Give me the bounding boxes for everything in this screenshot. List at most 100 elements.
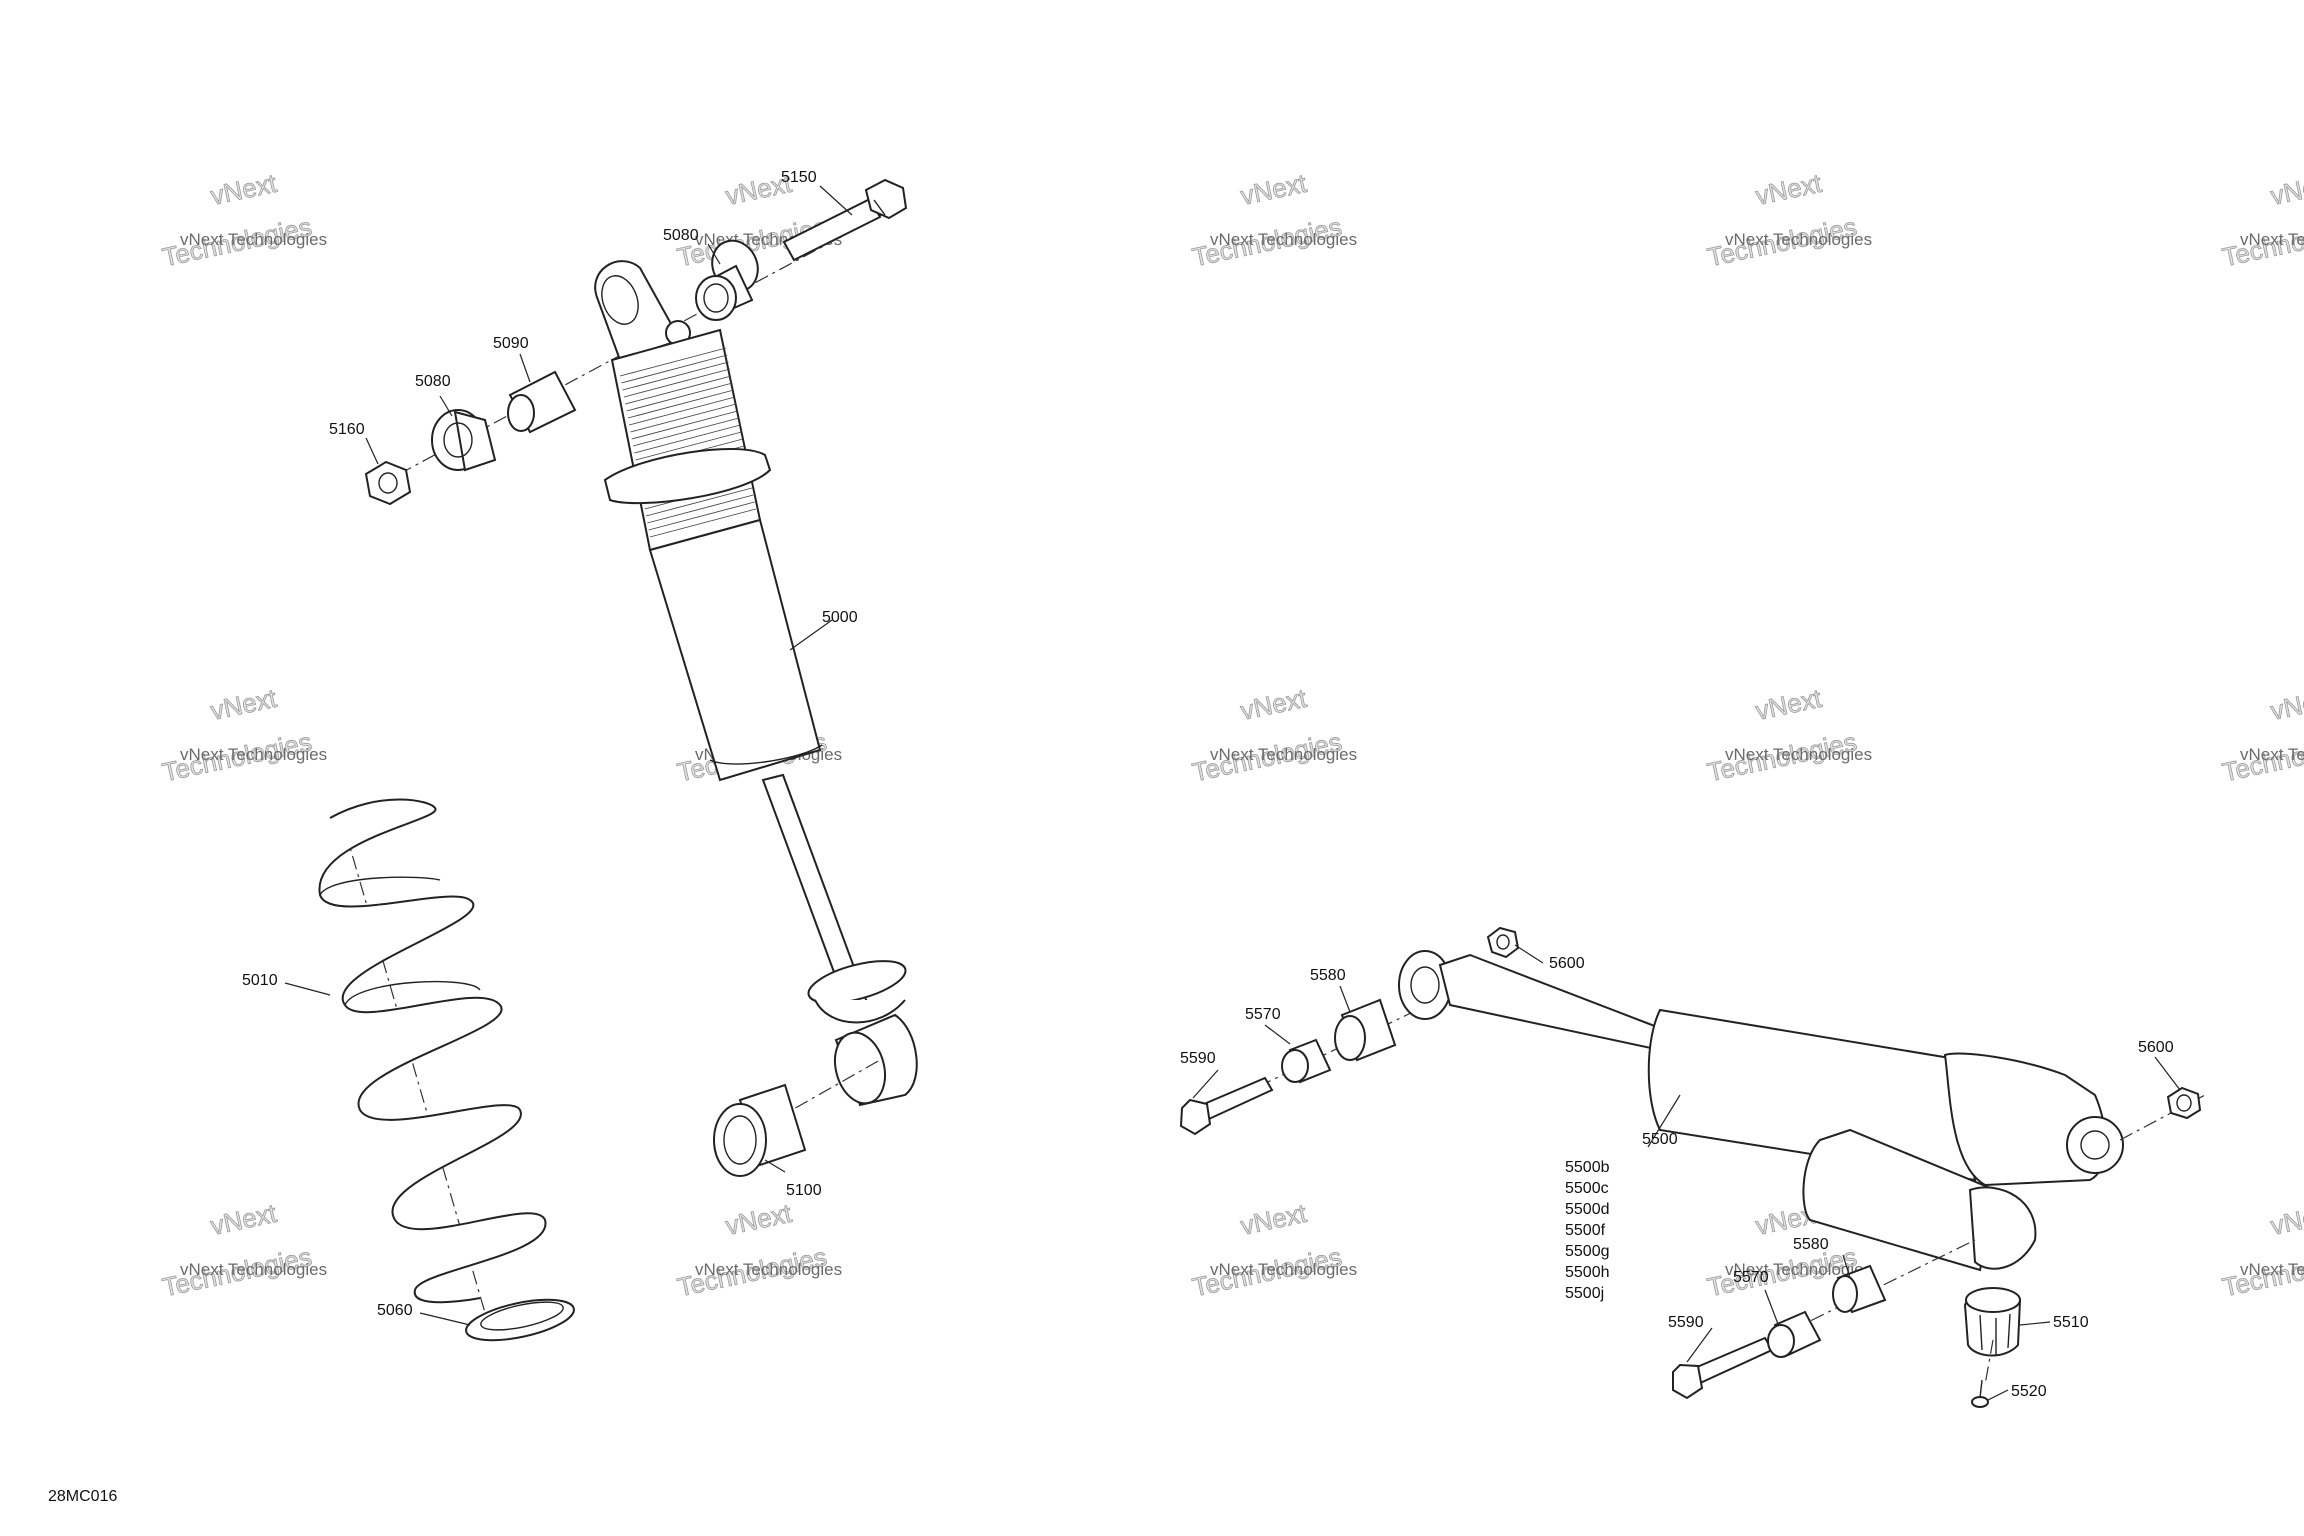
callout-5080-upper: 5080 <box>663 227 699 244</box>
screw-5520 <box>1971 1339 1994 1408</box>
bushing-5580 <box>1334 998 1397 1062</box>
callout-5010: 5010 <box>242 972 278 989</box>
svg-text:vNext Technologies: vNext Technologies <box>180 1260 327 1279</box>
coil-spring-5010 <box>318 798 547 1331</box>
bushing-5080-upper <box>695 239 759 321</box>
thread-line <box>649 508 757 538</box>
thread-line <box>625 375 732 405</box>
callout-labels: 5150 5080 5090 5080 5160 5000 5010 5100 … <box>242 169 2174 1400</box>
thread-line <box>630 403 737 433</box>
bushing-5080-lower <box>431 409 497 472</box>
callout-5100: 5100 <box>786 1182 822 1199</box>
variant-label: 5500h <box>1565 1264 1610 1281</box>
svg-text:vNext Technologies: vNext Technologies <box>1725 230 1872 249</box>
callout-5080-lower: 5080 <box>415 373 451 390</box>
spring-clip-5060 <box>465 1298 575 1342</box>
svg-text:vNext: vNext <box>1238 1198 1310 1241</box>
thread-line <box>623 368 731 398</box>
thread-line <box>647 494 754 524</box>
nut-5600-top <box>1486 926 1520 959</box>
svg-text:vNext: vNext <box>1238 683 1310 726</box>
leader-lines <box>284 185 2181 1401</box>
bolt-5590-lower <box>1672 1336 1774 1400</box>
thread-line <box>631 410 738 440</box>
callout-5510: 5510 <box>2053 1314 2089 1331</box>
svg-text:vNext: vNext <box>2268 1198 2304 1241</box>
thread-line <box>622 361 729 391</box>
callout-5150: 5150 <box>781 169 817 186</box>
thread-line <box>621 354 728 384</box>
variant-list: 5500b 5500c 5500d 5500f 5500g 5500h 5500j <box>1565 1159 1610 1302</box>
svg-text:vNext Technologies: vNext Technologies <box>180 230 327 249</box>
callout-5570-lower: 5570 <box>1733 1269 1769 1286</box>
svg-text:vNext: vNext <box>208 168 280 211</box>
drawing-id: 28MC016 <box>48 1488 118 1505</box>
shock-absorber-5000 <box>594 260 918 1107</box>
thread-line <box>632 417 740 447</box>
svg-text:vNext Technologies: vNext Technologies <box>2240 230 2304 249</box>
thread-line <box>626 382 733 412</box>
variant-label: 5500f <box>1565 1222 1606 1239</box>
svg-text:vNext: vNext <box>723 1198 795 1241</box>
svg-text:vNext Technologies: vNext Technologies <box>1210 745 1357 764</box>
nut-5600-right <box>2166 1086 2202 1120</box>
nut-5160 <box>364 460 412 506</box>
bushing-5100 <box>713 1083 807 1177</box>
thread-line <box>634 424 741 454</box>
bolt-5150 <box>782 178 908 262</box>
svg-text:vNext: vNext <box>2268 168 2304 211</box>
variant-label: 5500g <box>1565 1243 1610 1260</box>
svg-text:vNext Technologies: vNext Technologies <box>1210 230 1357 249</box>
variant-label: 5500j <box>1565 1285 1604 1302</box>
callout-5590-upper: 5590 <box>1180 1050 1216 1067</box>
thread-line <box>635 431 742 461</box>
svg-text:vNext: vNext <box>1238 168 1310 211</box>
svg-text:vNext Technologies: vNext Technologies <box>1725 1260 1872 1279</box>
callout-5580-lower: 5580 <box>1793 1236 1829 1253</box>
callout-5570-upper: 5570 <box>1245 1006 1281 1023</box>
svg-text:vNext Technologies: vNext Technologies <box>180 745 327 764</box>
callout-5000: 5000 <box>822 609 858 626</box>
callout-5580-upper: 5580 <box>1310 967 1346 984</box>
thread-line <box>627 389 734 419</box>
spacer-5570-lower <box>1767 1310 1822 1358</box>
variant-label: 5500b <box>1565 1159 1610 1176</box>
callout-5590-lower: 5590 <box>1668 1314 1704 1331</box>
svg-text:vNext Technologies: vNext Technologies <box>2240 745 2304 764</box>
callout-5160: 5160 <box>329 421 365 438</box>
thread-line <box>648 501 755 531</box>
svg-text:vNext: vNext <box>1753 168 1825 211</box>
svg-text:vNext Technologies: vNext Technologies <box>2240 1260 2304 1279</box>
svg-text:vNext: vNext <box>1753 683 1825 726</box>
spacer-5570-upper <box>1281 1038 1332 1084</box>
svg-text:vNext Technologies: vNext Technologies <box>1725 745 1872 764</box>
callout-5600-top: 5600 <box>1549 955 1585 972</box>
callout-5060: 5060 <box>377 1302 413 1319</box>
adjuster-knob-5510 <box>1963 1287 2022 1357</box>
shock-absorber-5500 <box>1398 950 2124 1272</box>
spacer-5090 <box>507 370 577 434</box>
variant-label: 5500d <box>1565 1201 1610 1218</box>
svg-text:vNext: vNext <box>208 1198 280 1241</box>
bolt-5590-upper <box>1179 1076 1274 1136</box>
callout-5500: 5500 <box>1642 1131 1678 1148</box>
thread-line <box>628 396 736 426</box>
callout-5600-right: 5600 <box>2138 1039 2174 1056</box>
callout-5520: 5520 <box>2011 1383 2047 1400</box>
variant-label: 5500c <box>1565 1180 1609 1197</box>
thread-line <box>645 487 753 517</box>
thread-line <box>619 347 727 377</box>
